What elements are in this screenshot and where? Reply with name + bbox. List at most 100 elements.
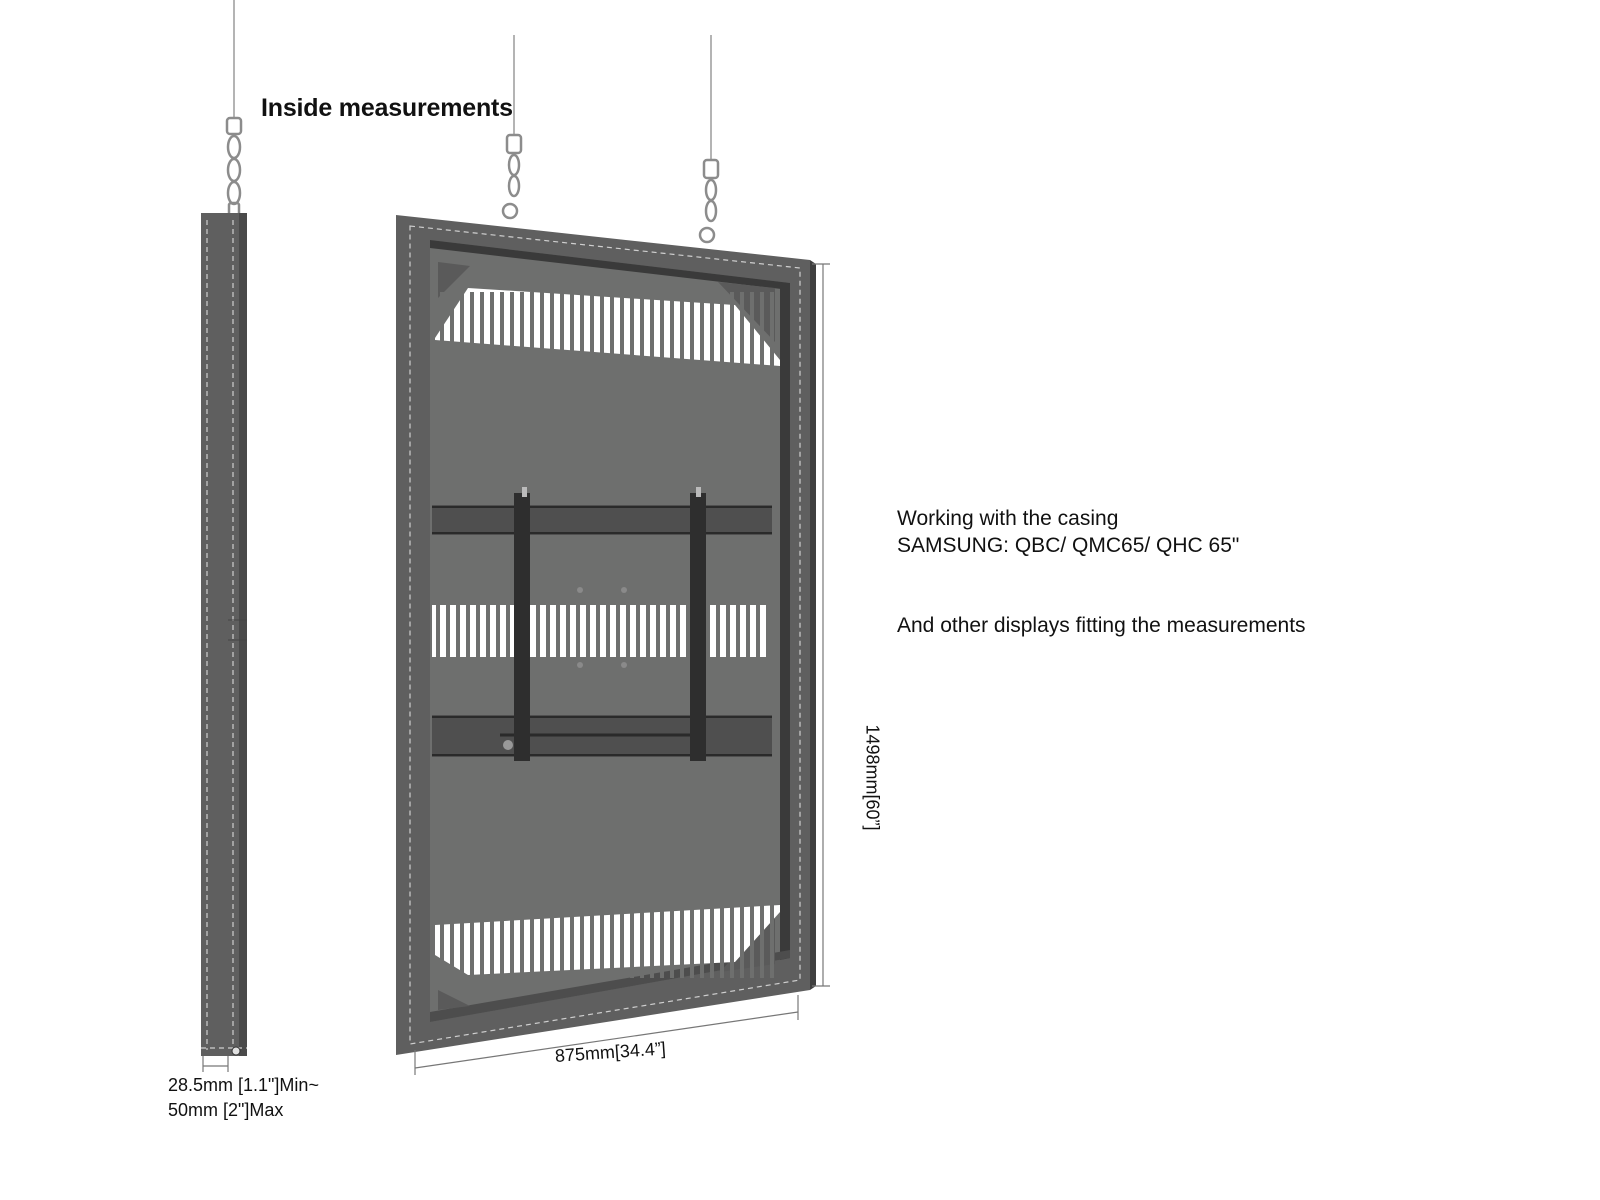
vent-slat: [630, 292, 634, 366]
compatibility-info: Working with the casing SAMSUNG: QBC/ QM…: [897, 505, 1306, 639]
vent-slat: [620, 903, 624, 978]
vent-slat: [656, 603, 660, 659]
vent-slat: [560, 903, 564, 978]
side-bolt: [231, 1046, 241, 1056]
vent-slat: [650, 903, 654, 978]
vent-slat: [640, 903, 644, 978]
front-stitch: [409, 225, 801, 1045]
vent-slat: [760, 903, 764, 978]
vent-slat: [460, 903, 464, 978]
casing-line: Working with the casing: [897, 507, 1119, 530]
depth-min: 28.5mm [1.1"]Min~: [168, 1075, 319, 1095]
vent-slat: [600, 292, 604, 366]
vent-slat: [610, 903, 614, 978]
horizontal-rail-top: [432, 505, 772, 535]
vent-slat: [610, 292, 614, 366]
vent-slat: [636, 603, 640, 659]
depth-dimension: [202, 1056, 229, 1072]
vent-slat: [670, 903, 674, 978]
vertical-bracket-left: [503, 487, 530, 761]
vent-slat: [520, 903, 524, 978]
vent-slat: [660, 903, 664, 978]
vent-bars: [436, 292, 774, 978]
vent-slat: [546, 603, 550, 659]
vent-slat: [556, 603, 560, 659]
vent-slat: [540, 903, 544, 978]
vent-slat: [710, 292, 714, 366]
vent-slat: [770, 292, 774, 366]
vent-slat: [730, 292, 734, 366]
vent-slat: [456, 603, 460, 659]
vent-slat: [740, 292, 744, 366]
vent-slat: [670, 292, 674, 366]
vent-slat: [666, 603, 670, 659]
vent-slat: [680, 903, 684, 978]
vent-slat: [750, 292, 754, 366]
corner-gusset-tl: [438, 262, 470, 298]
side-view: [201, 0, 247, 1072]
vent-slat: [436, 603, 440, 659]
vent-slat: [756, 603, 760, 659]
vent-slat: [450, 292, 454, 366]
vent-slat: [700, 903, 704, 978]
vent-slat: [720, 903, 724, 978]
vent-slat: [730, 903, 734, 978]
vent-slat: [510, 292, 514, 366]
vent-slat: [596, 603, 600, 659]
vent-slat: [476, 603, 480, 659]
vent-slat: [466, 603, 470, 659]
vent-slat: [550, 292, 554, 366]
vent-slat: [746, 603, 750, 659]
vent-slat: [640, 292, 644, 366]
vent-slat: [760, 292, 764, 366]
vent-slat: [460, 292, 464, 366]
vent-slat: [576, 603, 580, 659]
vent-slat: [500, 903, 504, 978]
height-dimension: [812, 263, 830, 987]
vent-slat: [620, 292, 624, 366]
vent-slat: [496, 603, 500, 659]
bracket-holes: [577, 587, 627, 668]
vent-slat: [616, 603, 620, 659]
vent-slat: [650, 292, 654, 366]
vent-slat: [680, 292, 684, 366]
vent-slat: [500, 292, 504, 366]
other-displays-line: And other displays fitting the measureme…: [897, 614, 1306, 637]
vent-slat: [586, 603, 590, 659]
depth-max: 50mm [2"]Max: [168, 1100, 284, 1120]
vent-slat: [750, 903, 754, 978]
vent-slat: [770, 903, 774, 978]
page-title: Inside measurements: [261, 94, 513, 122]
vent-slat: [566, 603, 570, 659]
vent-slat: [726, 603, 730, 659]
vent-slat: [530, 292, 534, 366]
vent-slat: [490, 903, 494, 978]
vent-slat: [530, 903, 534, 978]
vent-slat: [570, 903, 574, 978]
vent-slat: [506, 603, 510, 659]
vent-slat: [690, 292, 694, 366]
vent-slat: [440, 292, 444, 366]
front-view: [396, 35, 830, 1075]
vent-slat: [470, 903, 474, 978]
vent-slat: [720, 292, 724, 366]
vent-slat: [470, 292, 474, 366]
vent-slat: [490, 292, 494, 366]
front-chain-left: [501, 133, 523, 220]
vent-slat: [710, 903, 714, 978]
vent-slat: [646, 603, 650, 659]
side-chain: [225, 116, 243, 218]
vent-slat: [446, 603, 450, 659]
vent-slat: [560, 292, 564, 366]
models-line: SAMSUNG: QBC/ QMC65/ QHC 65": [897, 534, 1240, 557]
vent-slat: [580, 292, 584, 366]
vent-slat: [540, 292, 544, 366]
vent-slat: [480, 903, 484, 978]
vent-slat: [590, 903, 594, 978]
vent-slat: [550, 903, 554, 978]
depth-label: 28.5mm [1.1"]Min~ 50mm [2"]Max: [168, 1073, 319, 1123]
vent-slat: [570, 292, 574, 366]
vent-slat: [660, 292, 664, 366]
vent-slat: [450, 903, 454, 978]
